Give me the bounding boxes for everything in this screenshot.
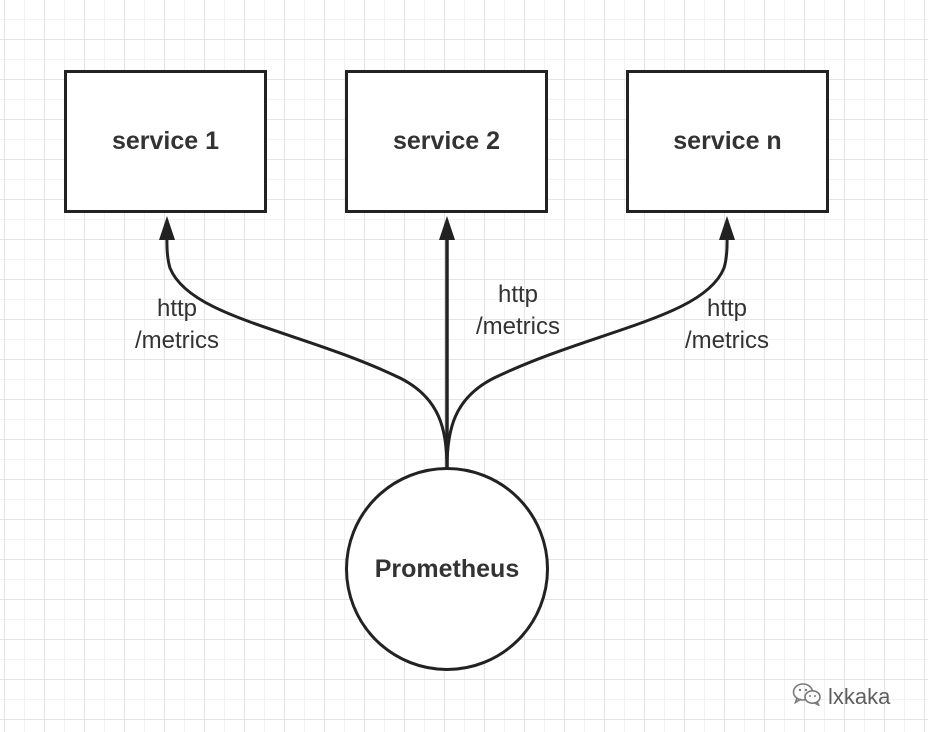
watermark: lxkaka [792, 682, 890, 711]
node-prometheus-label: Prometheus [374, 554, 520, 583]
wechat-icon [792, 682, 822, 711]
edge-label-service-n-line1: http [706, 295, 748, 322]
arrowhead-service-1 [159, 216, 175, 240]
edge-label-service-2: http /metrics [459, 279, 577, 343]
node-service-2-label: service 2 [392, 127, 501, 155]
watermark-text: lxkaka [828, 683, 891, 709]
edge-label-service-2-line1: http [497, 281, 539, 308]
node-service-1: service 1 [64, 70, 267, 213]
edge-label-service-1-line2: /metrics [135, 327, 219, 354]
arrowhead-service-n [719, 216, 735, 240]
node-service-n-label: service n [673, 127, 782, 155]
arrowhead-service-2 [439, 216, 455, 240]
edge-label-service-n: http /metrics [668, 293, 786, 357]
edge-label-service-2-line2: /metrics [476, 313, 560, 340]
edge-prometheus-to-service-n [445, 227, 729, 469]
edge-label-service-1-line1: http [156, 295, 198, 322]
edge-label-service-1: http /metrics [118, 293, 236, 357]
node-service-n: service n [626, 70, 829, 213]
edge-prometheus-to-service-1 [165, 227, 449, 469]
node-service-1-label: service 1 [111, 127, 220, 155]
edge-label-service-n-line2: /metrics [685, 327, 769, 354]
node-prometheus: Prometheus [345, 467, 549, 671]
node-service-2: service 2 [345, 70, 548, 213]
